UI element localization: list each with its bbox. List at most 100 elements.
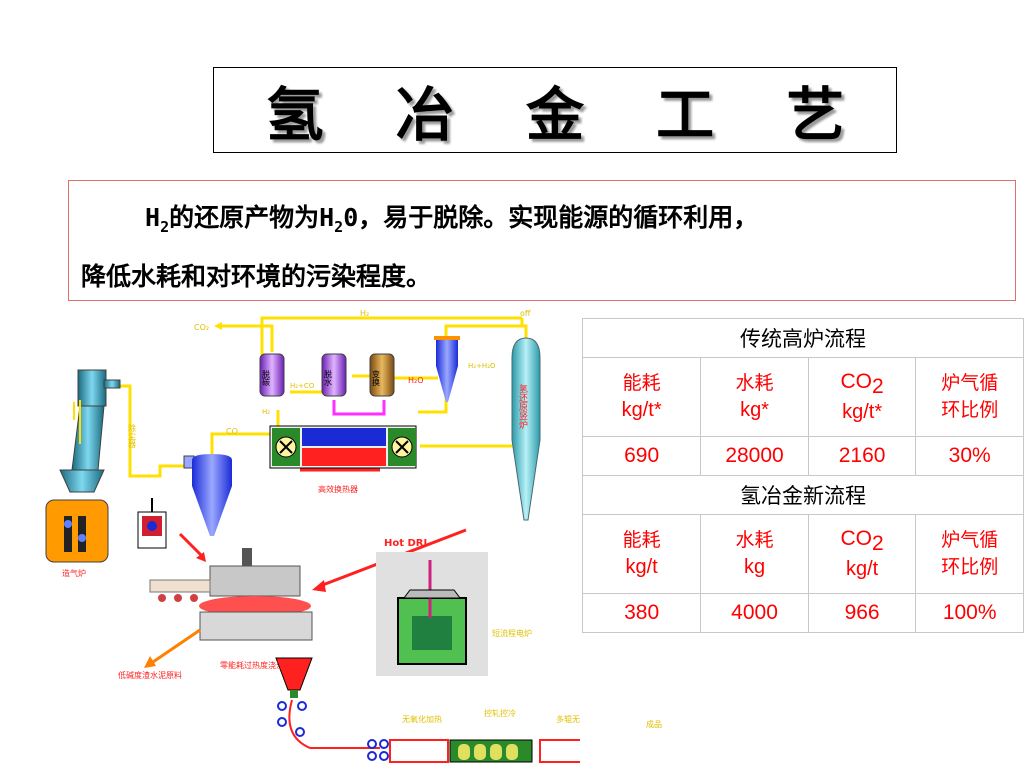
table-row: 能耗 kg/t 水耗 kg CO2 kg/t 炉气循环比例 <box>581 514 1024 594</box>
decarb-label: 脱碳 <box>262 369 271 387</box>
exchanger-right-icon <box>388 428 416 466</box>
value-cell: 380 <box>581 593 702 633</box>
gasifier-tower <box>45 369 121 563</box>
process-diagram: CO₂ H₂ off 脱碳 脱水 变换 H₂+CO H₂O H₂ H₂+H₂O … <box>45 309 580 763</box>
h2o-subscript: 2 <box>334 218 344 236</box>
table-row: 380 4000 966 100% <box>581 593 1024 633</box>
intro-line-1: H2的还原产物为H20，易于脱除。实现能源的循环利用， <box>81 193 1003 252</box>
h2h2o-label: H₂+H₂O <box>468 362 496 370</box>
shaft-furnace-label: 氢还原竖炉 <box>517 383 528 430</box>
dewater-label: 脱水 <box>324 369 333 386</box>
header-cell: 能耗 kg/t <box>581 514 702 594</box>
shift-column: 变换 <box>369 353 395 397</box>
h2-symbol: H <box>145 203 161 232</box>
header-name: 炉气循 <box>941 529 999 551</box>
red-arrow-1 <box>178 532 206 560</box>
header-cell: 炉气循环比例 <box>915 357 1024 437</box>
red-arrow-2-head <box>312 580 326 592</box>
intro-line-2: 降低水耗和对环境的污染程度。 <box>81 262 432 291</box>
label-a: 无氧化加热 <box>402 714 442 724</box>
orange-arrow-head <box>144 656 156 668</box>
header-unit: kg/t* <box>842 401 883 424</box>
value-cell: 100% <box>915 593 1024 633</box>
title-box: 氢 冶 金 工 艺 <box>213 67 897 153</box>
value-cell: 30% <box>915 436 1024 476</box>
header-cell: 炉气循环比例 <box>915 514 1024 594</box>
traditional-title: 传统高炉流程 <box>582 318 1024 358</box>
h2-top-label: H₂ <box>360 309 369 318</box>
heat-exchanger <box>269 425 417 469</box>
co-label: CO <box>226 427 238 436</box>
header-name: 能耗 <box>622 529 661 551</box>
shaft-furnace: 氢还原竖炉 <box>511 337 541 521</box>
value-cell: 2160 <box>807 436 917 476</box>
casting-line <box>277 699 580 763</box>
intro-text-a: 的还原产物为 <box>169 203 320 232</box>
header-name: 水耗 <box>735 529 774 551</box>
header-unit: kg/t* <box>621 399 662 421</box>
orange-arrow <box>149 628 201 666</box>
eaf-label: 短流程电炉 <box>492 628 532 638</box>
header-subscript: 2 <box>872 374 884 398</box>
new-title: 氢冶金新流程 <box>582 475 1024 515</box>
co2-top-label: CO₂ <box>194 323 209 332</box>
header-unit: kg/t <box>845 558 879 581</box>
table-row: 传统高炉流程 <box>582 318 1024 358</box>
intro-box: H2的还原产物为H20，易于脱除。实现能源的循环利用， 降低水耗和对环境的污染程… <box>68 180 1016 301</box>
cyclone-left <box>183 454 232 536</box>
header-cell: CO2 kg/t* <box>807 357 917 437</box>
gasifier-steam <box>73 400 81 444</box>
table-row: 氢冶金新流程 <box>582 475 1024 515</box>
h2co-label: H₂+CO <box>290 382 315 390</box>
gasifier-label: 造气炉 <box>62 568 86 578</box>
cyclone-right <box>434 336 460 402</box>
table-row: 690 28000 2160 30% <box>581 436 1024 476</box>
header-name: 能耗 <box>622 372 661 394</box>
pink-piping <box>332 400 386 416</box>
electric-arc-furnace <box>376 552 488 676</box>
label-c: 多辊无酸除鳞 <box>556 714 580 724</box>
table-row: 能耗 kg/t* 水耗 kg* CO2 kg/t* 炉气循环比例 <box>581 357 1024 437</box>
h2o-symbol: H <box>319 203 335 232</box>
header-cell: 能耗 kg/t* <box>581 357 702 437</box>
co2-arrow-icon <box>214 322 222 330</box>
header-unit: kg/t <box>625 556 658 578</box>
dust-remover-label: 除尘器 <box>128 423 137 449</box>
header-name: 炉气循 <box>941 372 999 394</box>
h2-subscript: 2 <box>160 218 170 236</box>
header-unit: kg <box>743 556 766 578</box>
header-subscript: 2 <box>872 531 884 555</box>
coil-label: 成品 <box>646 720 662 729</box>
slag-label: 低碱度渣水泥原料 <box>118 670 182 680</box>
header-cell: CO2 kg/t <box>807 514 917 594</box>
ladle <box>275 657 313 698</box>
off-label: off <box>520 309 531 318</box>
header-name: CO <box>840 526 873 550</box>
ladle-label: 零能耗过热度浇注 <box>220 660 284 670</box>
header-cell: 水耗 kg <box>700 514 809 594</box>
heat-exchanger-label: 高效换热器 <box>318 484 358 494</box>
h2o-label: H₂O <box>408 376 424 385</box>
value-cell: 690 <box>581 436 702 476</box>
header-unit: 环比例 <box>941 399 999 421</box>
value-cell: 966 <box>807 593 917 633</box>
rotary-hearth-furnace <box>149 548 313 641</box>
h2-label: H₂ <box>262 408 270 416</box>
header-unit: kg* <box>740 399 769 421</box>
header-name: CO <box>840 369 873 393</box>
header-unit: 环比例 <box>941 556 999 578</box>
dewater-column: 脱水 <box>321 353 347 397</box>
shift-label: 变换 <box>372 369 381 387</box>
value-cell: 4000 <box>700 593 809 633</box>
intro-text-b: 0，易于脱除。实现能源的循环利用， <box>343 203 759 232</box>
control-box <box>137 498 167 549</box>
header-cell: 水耗 kg* <box>700 357 809 437</box>
header-name: 水耗 <box>735 372 774 394</box>
decarb-column: 脱碳 <box>259 353 285 397</box>
hot-dri-label: Hot DRI <box>384 538 427 549</box>
value-cell: 28000 <box>700 436 809 476</box>
page-title: 氢 冶 金 工 艺 <box>265 81 871 149</box>
slag-label-text: 低碱度渣水泥原料 <box>118 670 182 680</box>
exchanger-left-icon <box>272 428 300 466</box>
